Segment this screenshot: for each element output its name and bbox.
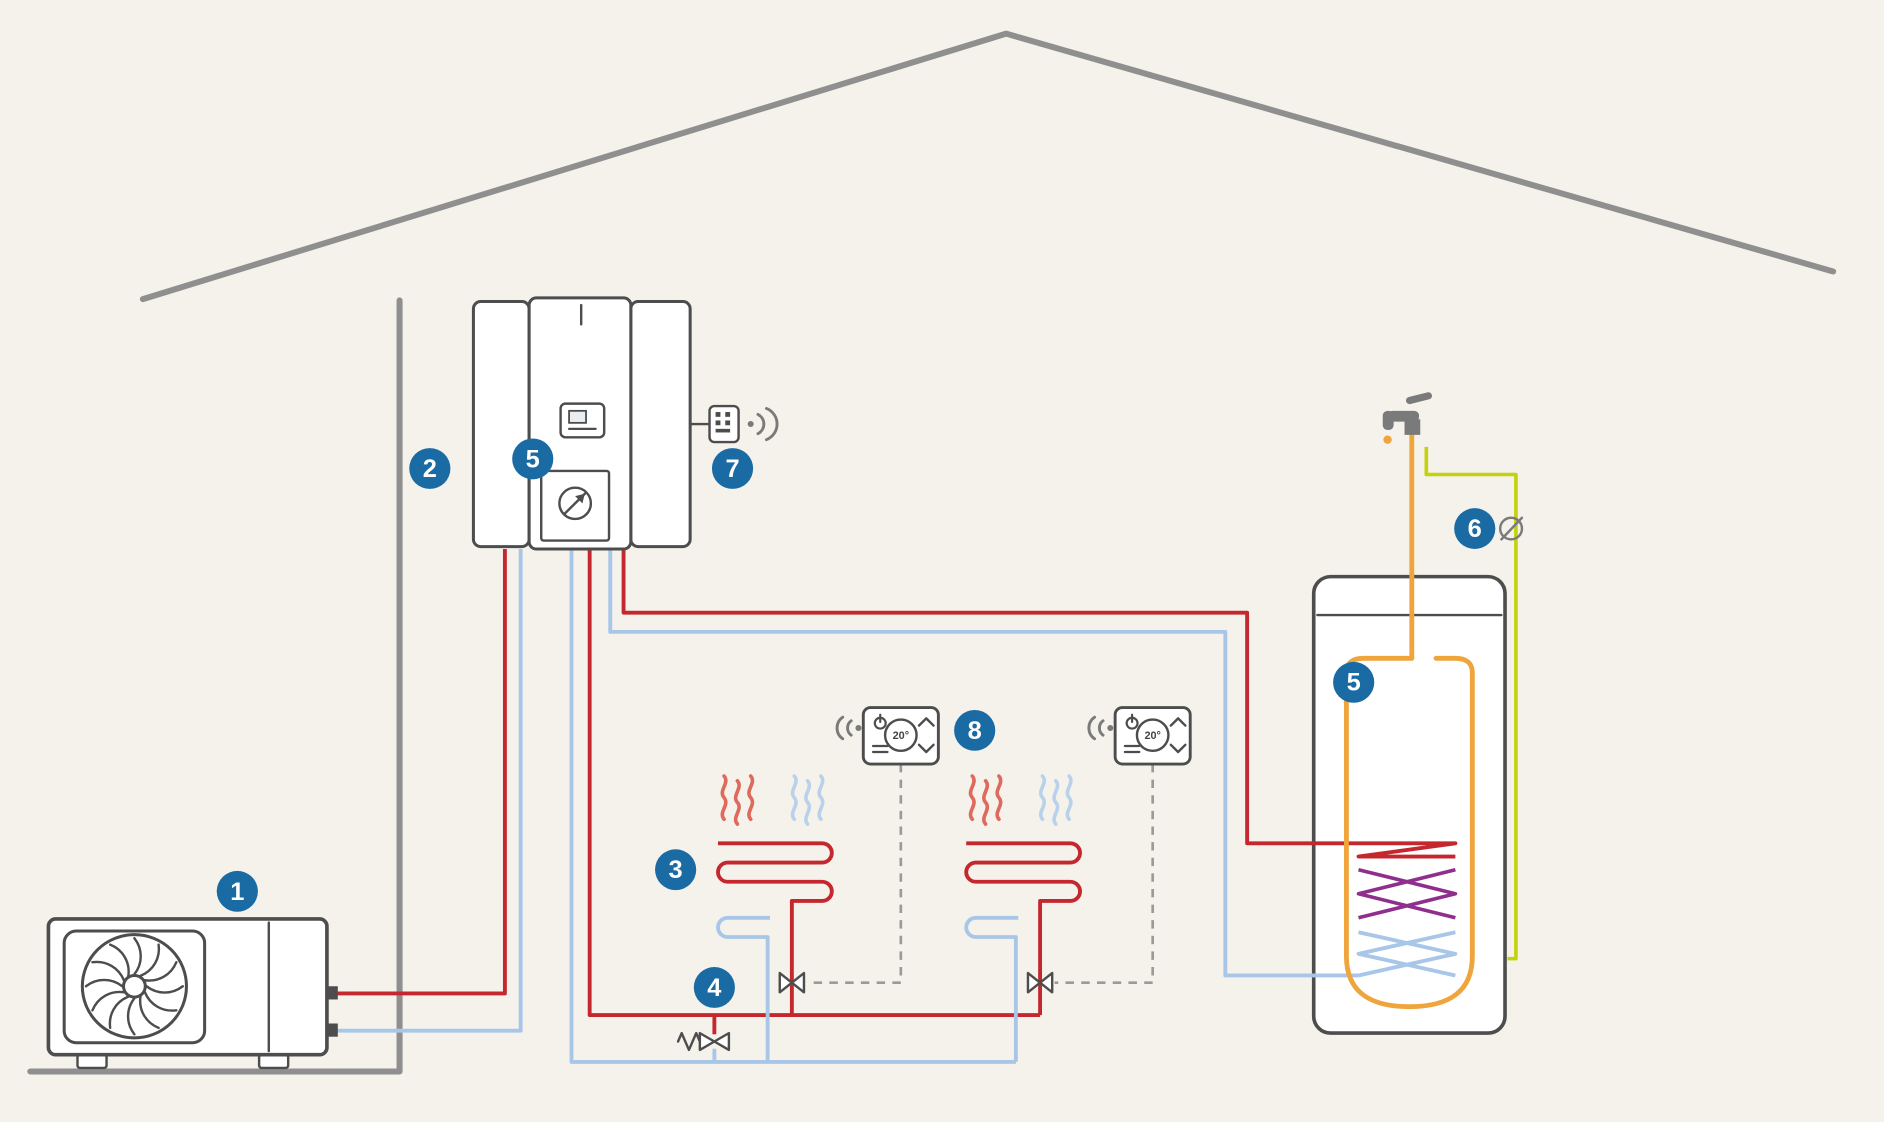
floor-coil-return-1 <box>716 915 771 1062</box>
zone-valve-1 <box>778 971 806 994</box>
valve-body-right <box>713 1031 731 1052</box>
tap-arm <box>1387 410 1420 422</box>
spring-icon <box>676 1031 702 1052</box>
power-icon <box>873 713 887 730</box>
gateway-module <box>708 404 740 444</box>
dhw-return-pipe <box>608 548 1359 978</box>
roof-line <box>139 30 1837 303</box>
cylinder-heat-exchanger <box>1356 841 1458 978</box>
heat-waves-1 <box>720 774 825 826</box>
temperature-reading: 20° <box>893 730 909 742</box>
return-connector <box>326 1023 338 1037</box>
tap-lever <box>1405 392 1433 405</box>
wifi-signal-icon <box>835 715 862 741</box>
control-display <box>559 402 606 439</box>
valve-body-left <box>778 971 794 994</box>
heat-pump-pipes <box>336 548 523 1033</box>
floor-coil-flow-2 <box>964 841 1082 1016</box>
exchanger-coil-mid <box>1356 867 1458 920</box>
exchanger-coil-hot <box>1356 841 1458 859</box>
tap-spout <box>1382 410 1394 431</box>
gateway-dots <box>715 412 731 433</box>
zone-valve-2 <box>1026 971 1054 994</box>
chevron-up-icon <box>1169 717 1187 727</box>
valve-body-right <box>790 971 806 994</box>
indoor-unit-left-panel <box>471 300 531 549</box>
menu-icon <box>1123 744 1141 754</box>
callout-badge-1: 1 <box>216 870 258 912</box>
badge-number: 5 <box>526 445 540 473</box>
house-outline <box>27 30 1837 1075</box>
thermostat-control-lines <box>806 764 1155 984</box>
floor-flow-line <box>587 548 1041 1018</box>
floor-coil-return-2 <box>964 915 1019 1062</box>
water-drop-icon <box>1383 435 1392 444</box>
return-pipe-heat-pump <box>336 548 523 1033</box>
cold-water-pipe <box>1424 446 1518 961</box>
radio-signal-icon <box>747 406 779 442</box>
badge-number: 3 <box>669 856 683 884</box>
fan-hub <box>121 973 147 999</box>
pump-module <box>540 469 611 542</box>
valve-body-right <box>1038 971 1054 994</box>
power-icon <box>1125 713 1139 730</box>
valve-body-left <box>1026 971 1042 994</box>
thermostat-body <box>861 706 940 766</box>
badge-number: 2 <box>423 455 437 483</box>
callout-badge-7: 7 <box>711 448 754 489</box>
chevron-down-icon <box>1169 743 1187 754</box>
indoor-unit-right-panel <box>629 300 692 549</box>
badge-number: 7 <box>725 455 739 483</box>
wireless-gateway <box>688 404 779 444</box>
dhw-flow-pipe <box>621 548 1359 846</box>
floor-heating-pipes <box>569 548 1041 1064</box>
chevron-up-icon <box>917 717 935 727</box>
badge-number: 5 <box>1347 669 1361 697</box>
callout-badge-2: 2 <box>409 448 451 489</box>
wall-and-ground-line <box>27 297 403 1075</box>
badge-number: 4 <box>707 974 721 1002</box>
tap <box>1382 392 1433 444</box>
valve-body-left <box>698 1031 716 1052</box>
badge-number: 8 <box>968 717 982 745</box>
heat-pump-foot-right <box>257 1053 290 1070</box>
flow-connector <box>326 986 338 1000</box>
callout-badge-5-cylinder: 5 <box>1333 661 1375 703</box>
floor-heating-circuit-2 <box>964 774 1082 1062</box>
temperature-dial <box>883 718 918 753</box>
exchanger-coil-cold <box>1356 930 1458 978</box>
tap-body <box>1404 419 1421 435</box>
badge-number: 6 <box>1468 515 1482 543</box>
menu-icon <box>871 744 889 754</box>
floor-coil-flow-1 <box>716 841 834 1016</box>
floor-heating-circuit-1 <box>716 774 834 1062</box>
badge-number: 1 <box>230 878 244 906</box>
dhw-pipes <box>608 548 1359 978</box>
callout-badge-6: 6 <box>1454 508 1496 549</box>
flow-pipe-heat-pump <box>336 548 507 996</box>
thermostat-1: 20° <box>835 706 940 766</box>
wifi-signal-icon <box>1087 715 1114 741</box>
callout-badge-8: 8 <box>954 709 996 751</box>
temperature-sensor-icon <box>1498 516 1524 541</box>
thermostat-2: 20° <box>1087 706 1192 766</box>
control-line-1 <box>806 764 903 984</box>
outdoor-heat-pump-unit <box>46 917 338 1070</box>
floor-return-line <box>569 548 1016 1064</box>
heat-waves-2 <box>968 774 1073 826</box>
temperature-reading: 20° <box>1144 730 1160 742</box>
thermostat-body <box>1113 706 1192 766</box>
bypass-valve <box>676 1031 731 1052</box>
callout-badge-4: 4 <box>693 967 735 1008</box>
heat-pump-foot-left <box>76 1053 108 1070</box>
callout-badge-3: 3 <box>655 849 697 891</box>
temperature-dial <box>1135 718 1170 753</box>
chevron-down-icon <box>917 743 935 754</box>
indoor-unit <box>471 296 692 551</box>
callout-badge-5-indoor-unit: 5 <box>512 438 554 480</box>
